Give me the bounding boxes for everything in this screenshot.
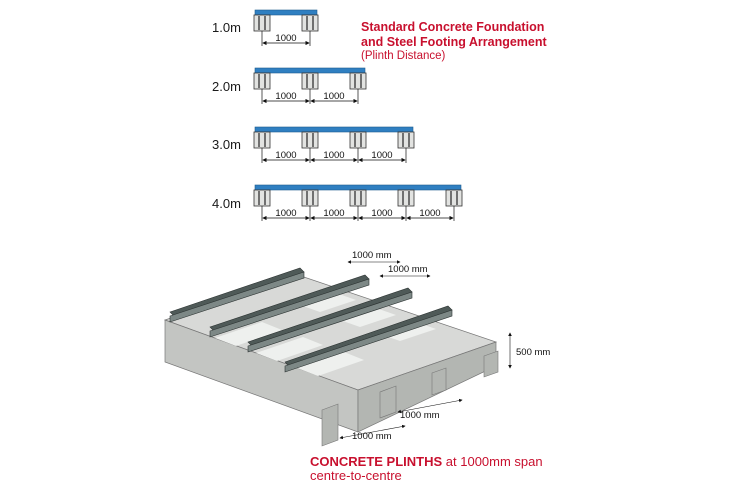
row-label-2: 2.0m xyxy=(212,79,241,94)
plinth-block-2-3 xyxy=(349,72,367,90)
plinth-block-3-1 xyxy=(253,131,271,149)
plinth-block-1-2 xyxy=(301,14,319,32)
caption: CONCRETE PLINTHS at 1000mm span centre-t… xyxy=(310,455,543,483)
iso-dim-height: 500 mm xyxy=(516,347,550,358)
title-line-1: Standard Concrete Foundation xyxy=(361,20,545,34)
iso-dim-bottom-a: 1000 mm xyxy=(400,410,440,421)
plinth-leg-2 xyxy=(379,385,397,419)
span-label-4-1: 1000 xyxy=(275,208,296,219)
span-label-3-3: 1000 xyxy=(371,150,392,161)
plinth-block-2-1 xyxy=(253,72,271,90)
plinth-block-4-1 xyxy=(253,189,271,207)
title-line-2: and Steel Footing Arrangement xyxy=(361,35,547,49)
plinth-block-3-4 xyxy=(397,131,415,149)
plinth-leg-1 xyxy=(321,403,339,447)
plinth-leg-4 xyxy=(483,350,499,378)
span-label-1-1: 1000 xyxy=(275,33,296,44)
row-label-1: 1.0m xyxy=(212,20,241,35)
beam-row-1 xyxy=(254,9,318,16)
plinth-block-4-3 xyxy=(349,189,367,207)
span-label-4-2: 1000 xyxy=(323,208,344,219)
plinth-block-3-2 xyxy=(301,131,319,149)
rows-group: 1000 1000 1000 1000 1000 1000 1000 1000 1000 1000 xyxy=(253,9,463,221)
plinth-block-4-2 xyxy=(301,189,319,207)
span-label-4-3: 1000 xyxy=(371,208,392,219)
plinth-block-2-2 xyxy=(301,72,319,90)
plinth-block-3-3 xyxy=(349,131,367,149)
span-label-2-2: 1000 xyxy=(323,91,344,102)
row-label-3: 3.0m xyxy=(212,137,241,152)
diagram-subtitle: (Plinth Distance) xyxy=(361,50,446,62)
plinth-leg-3 xyxy=(431,367,447,396)
row-label-4: 4.0m xyxy=(212,196,241,211)
span-label-4-4: 1000 xyxy=(419,208,440,219)
span-label-2-1: 1000 xyxy=(275,91,296,102)
caption-bold: CONCRETE PLINTHS xyxy=(310,454,443,469)
plinth-block-4-5 xyxy=(445,189,463,207)
plinth-block-4-4 xyxy=(397,189,415,207)
diagram-title: Standard Concrete Foundation and Steel F… xyxy=(361,20,547,50)
span-label-3-1: 1000 xyxy=(275,150,296,161)
caption-line-2: centre-to-centre xyxy=(310,468,402,483)
iso-dim-top-a: 1000 mm xyxy=(352,250,392,261)
caption-rest: at 1000mm span xyxy=(442,454,543,469)
iso-drawing: 1000 mm 1000 mm 500 mm 1000 mm 1000 mm xyxy=(163,250,550,447)
iso-dim-top-b: 1000 mm xyxy=(388,264,428,275)
span-label-3-2: 1000 xyxy=(323,150,344,161)
caption-line-1: CONCRETE PLINTHS at 1000mm span xyxy=(310,455,543,469)
beam-row-3 xyxy=(254,126,414,133)
beam-row-2 xyxy=(254,67,366,74)
iso-dim-bottom-b: 1000 mm xyxy=(352,431,392,442)
plinth-block-1-1 xyxy=(253,14,271,32)
beam-row-4 xyxy=(254,184,462,191)
